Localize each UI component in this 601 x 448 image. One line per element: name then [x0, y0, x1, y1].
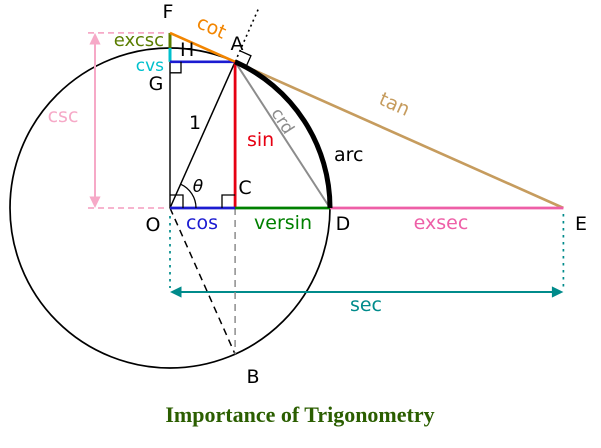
point-g-label: G: [149, 73, 164, 95]
crd-chord: [234, 61, 331, 209]
point-e-label: E: [575, 213, 587, 235]
point-h-label: H: [180, 39, 194, 61]
point-f-label: F: [163, 1, 174, 23]
cot-label: cot: [193, 11, 229, 43]
cvs-label: cvs: [136, 56, 164, 76]
versin-label: versin: [254, 212, 312, 234]
sin-label: sin: [247, 129, 274, 151]
csc-arrowhead-bottom-icon: [89, 196, 101, 208]
theta-arc: [180, 183, 197, 209]
point-b-label: B: [246, 366, 259, 388]
point-c-label: C: [238, 177, 251, 199]
theta-label: θ: [193, 177, 204, 197]
exsec-label: exsec: [414, 212, 469, 234]
sec-label: sec: [350, 294, 382, 316]
right-angle-mark-a: [239, 50, 252, 67]
caption: Importance of Trigonometry: [165, 402, 434, 427]
right-angle-mark-c: [221, 194, 236, 208]
right-angle-mark-o: [170, 194, 184, 208]
tan-label: tan: [376, 88, 413, 121]
cot-segment: [169, 31, 236, 63]
sec-arrowhead-left-icon: [170, 286, 182, 298]
tan-segment: [234, 60, 564, 210]
point-a-label: A: [231, 33, 244, 55]
cos-label: cos: [186, 212, 218, 234]
csc-label: csc: [48, 105, 79, 127]
sec-arrowhead-right-icon: [551, 286, 564, 298]
radius-one-label: 1: [189, 112, 201, 134]
csc-arrowhead-top-icon: [89, 32, 101, 45]
arc-segment: [234, 59, 333, 209]
arc-label: arc: [334, 144, 363, 166]
point-d-label: D: [336, 213, 351, 235]
radius-oa-line: [169, 61, 236, 209]
excsc-label: excsc: [114, 30, 164, 51]
right-angle-mark-g: [170, 61, 182, 74]
ob-dashed-line: [169, 207, 236, 355]
point-o-label: O: [146, 214, 161, 236]
